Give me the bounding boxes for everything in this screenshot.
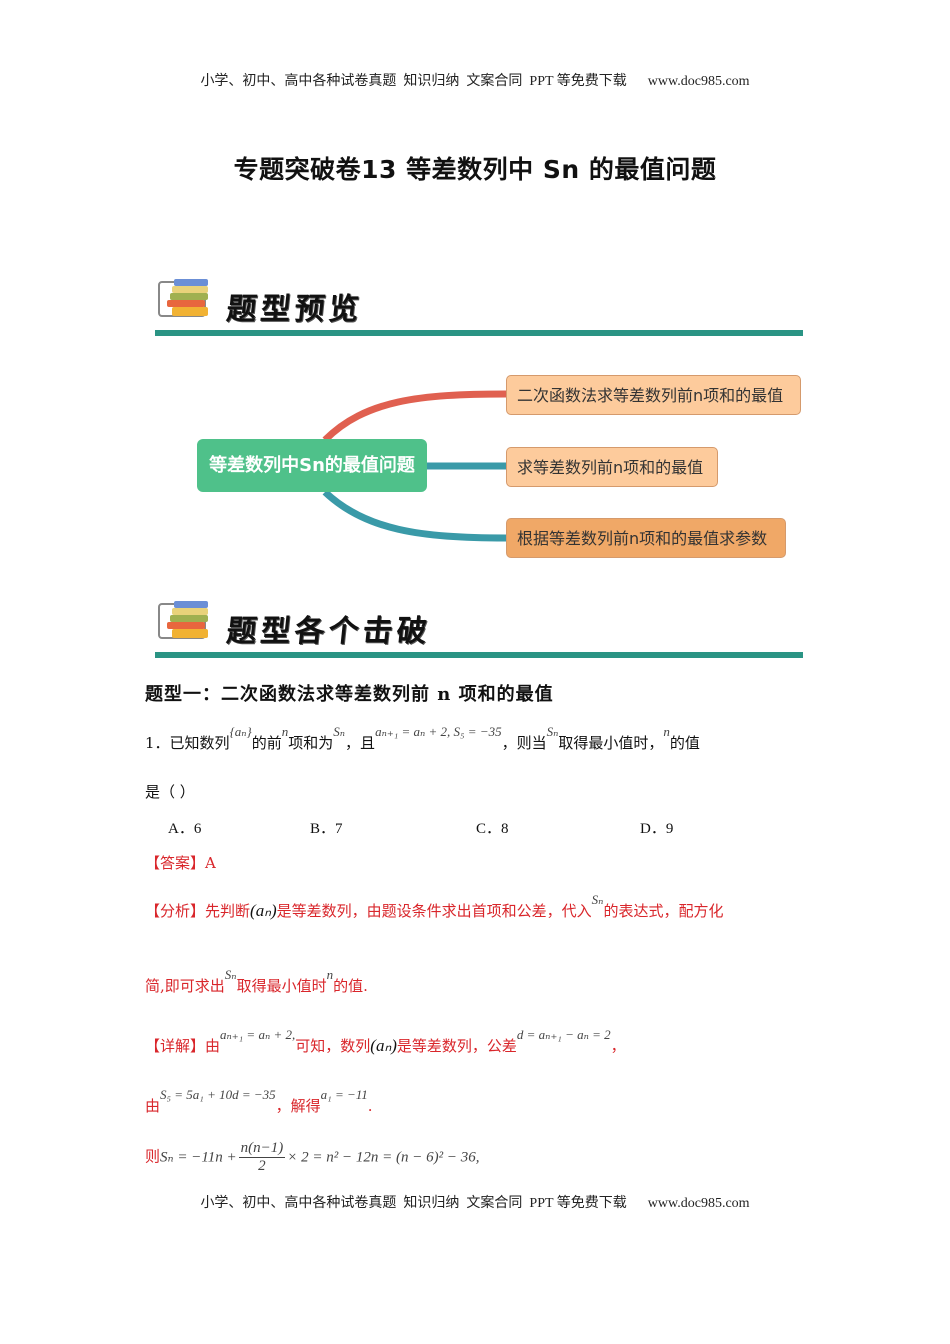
mindmap-branch-1: 二次函数法求等差数列前n项和的最值 [506,375,801,415]
text: 的表达式，配方化 [603,902,724,920]
question-1-stem-cont: 是（ ） [145,783,195,801]
text: ， [610,1037,626,1055]
math-eq: a₁ = −11 [320,1087,368,1102]
text: 的值. [333,977,368,995]
text: 简,即可求出 [145,977,225,995]
math-an: aₙ [375,1036,392,1055]
page-footer: 小学、初中、高中各种试卷真题 知识归纳 文案合同 PPT 等免费下载 www.d… [200,1196,750,1211]
fraction-numerator: n(n−1) [238,1140,286,1158]
text: 的值 [669,734,700,752]
detail-line-2: 由S₅ = 5a₁ + 10d = −35，解得a₁ = −11. [145,1087,373,1116]
section-preview-label: 题型预览 [224,292,365,327]
text: 项和为 [288,734,334,752]
math-eq: Sₙ = −11n + [160,1149,237,1166]
text: 先判断 [205,902,251,920]
books-icon [158,601,208,639]
math-eq: S₅ = 5a₁ + 10d = −35 [160,1087,276,1102]
math-sn: Sₙ [224,967,237,982]
section-banner-breakdown: 题型各个击破 [155,598,803,658]
answer-label: 【答案】 [145,854,206,872]
mindmap-connectors [322,390,507,542]
text: ，解得 [275,1097,321,1115]
text: 是等差数列，由题设条件求出首项和公差，代入 [276,902,592,920]
text: ，则当 [501,734,547,752]
question-number: 1． [145,734,170,752]
math-condition: aₙ₊₁ = aₙ + 2, S₅ = −35 [375,724,502,739]
math-sn: Sₙ [333,724,346,739]
section-divider [155,330,803,336]
text: 则 [145,1147,161,1166]
detail-line-1: 【详解】由aₙ₊₁ = aₙ + 2,可知，数列(aₙ)是等差数列，公差d = … [145,1027,626,1055]
text: 由 [205,1037,221,1055]
math-eq: × 2 = n² − 12n = (n − 6)² − 36, [287,1149,480,1166]
analysis-line-1: 【分析】先判断(aₙ)是等差数列，由题设条件求出首项和公差，代入Sₙ的表达式，配… [145,892,724,920]
mindmap-root-node: 等差数列中Sn的最值问题 [197,439,427,492]
question-1-stem: 1．已知数列{aₙ}的前n项和为Sₙ，且aₙ₊₁ = aₙ + 2, S₅ = … [145,724,700,753]
answer-line: 【答案】A [145,852,216,873]
text: 是等差数列，公差 [396,1037,517,1055]
math-eq: aₙ₊₁ = aₙ + 2, [220,1027,296,1042]
option-d: D．9 [640,821,674,837]
detail-line-3: 则Sₙ = −11n +n(n−1)2× 2 = n² − 12n = (n −… [145,1140,479,1175]
text: 取得最小值时， [558,734,664,752]
mindmap-branch-2: 求等差数列前n项和的最值 [506,447,718,487]
mindmap: 等差数列中Sn的最值问题 二次函数法求等差数列前n项和的最值 求等差数列前n项和… [190,370,810,570]
math-n: n [281,724,289,739]
answer-value: A [205,854,216,872]
math-seq: {aₙ} [229,724,252,739]
text: 已知数列 [169,734,230,752]
analysis-label: 【分析】 [145,902,206,920]
math-sn: Sₙ [591,892,604,907]
section-divider [155,652,803,658]
option-a: A．6 [168,821,202,837]
math-an: aₙ [255,901,271,920]
option-b: B．7 [310,821,343,837]
text: ，且 [345,734,376,752]
text: 取得最小值时 [236,977,327,995]
detail-label: 【详解】 [145,1037,206,1055]
text: . [367,1097,373,1115]
type1-heading: 题型一：二次函数法求等差数列前 n 项和的最值 [145,684,554,705]
page-title: 专题突破卷13 等差数列中 Sn 的最值问题 [233,155,717,184]
math-fraction: n(n−1)2 [238,1140,286,1175]
section-banner-preview: 题型预览 [155,276,803,336]
mindmap-branch-3: 根据等差数列前n项和的最值求参数 [506,518,786,558]
math-n: n [663,724,670,739]
analysis-line-2: 简,即可求出Sₙ取得最小值时n的值. [145,967,368,996]
fraction-denominator: 2 [258,1158,266,1174]
section-breakdown-label: 题型各个击破 [224,614,433,649]
option-c: C．8 [476,821,509,837]
books-icon [158,279,208,317]
math-eq: d = aₙ₊₁ − aₙ = 2 [516,1027,611,1042]
text: 的前 [251,734,282,752]
text: 可知，数列 [295,1037,371,1055]
page-header: 小学、初中、高中各种试卷真题 知识归纳 文案合同 PPT 等免费下载 www.d… [200,74,750,89]
math-sn: Sₙ [546,724,559,739]
math-n: n [326,967,334,982]
text: 由 [145,1097,161,1115]
